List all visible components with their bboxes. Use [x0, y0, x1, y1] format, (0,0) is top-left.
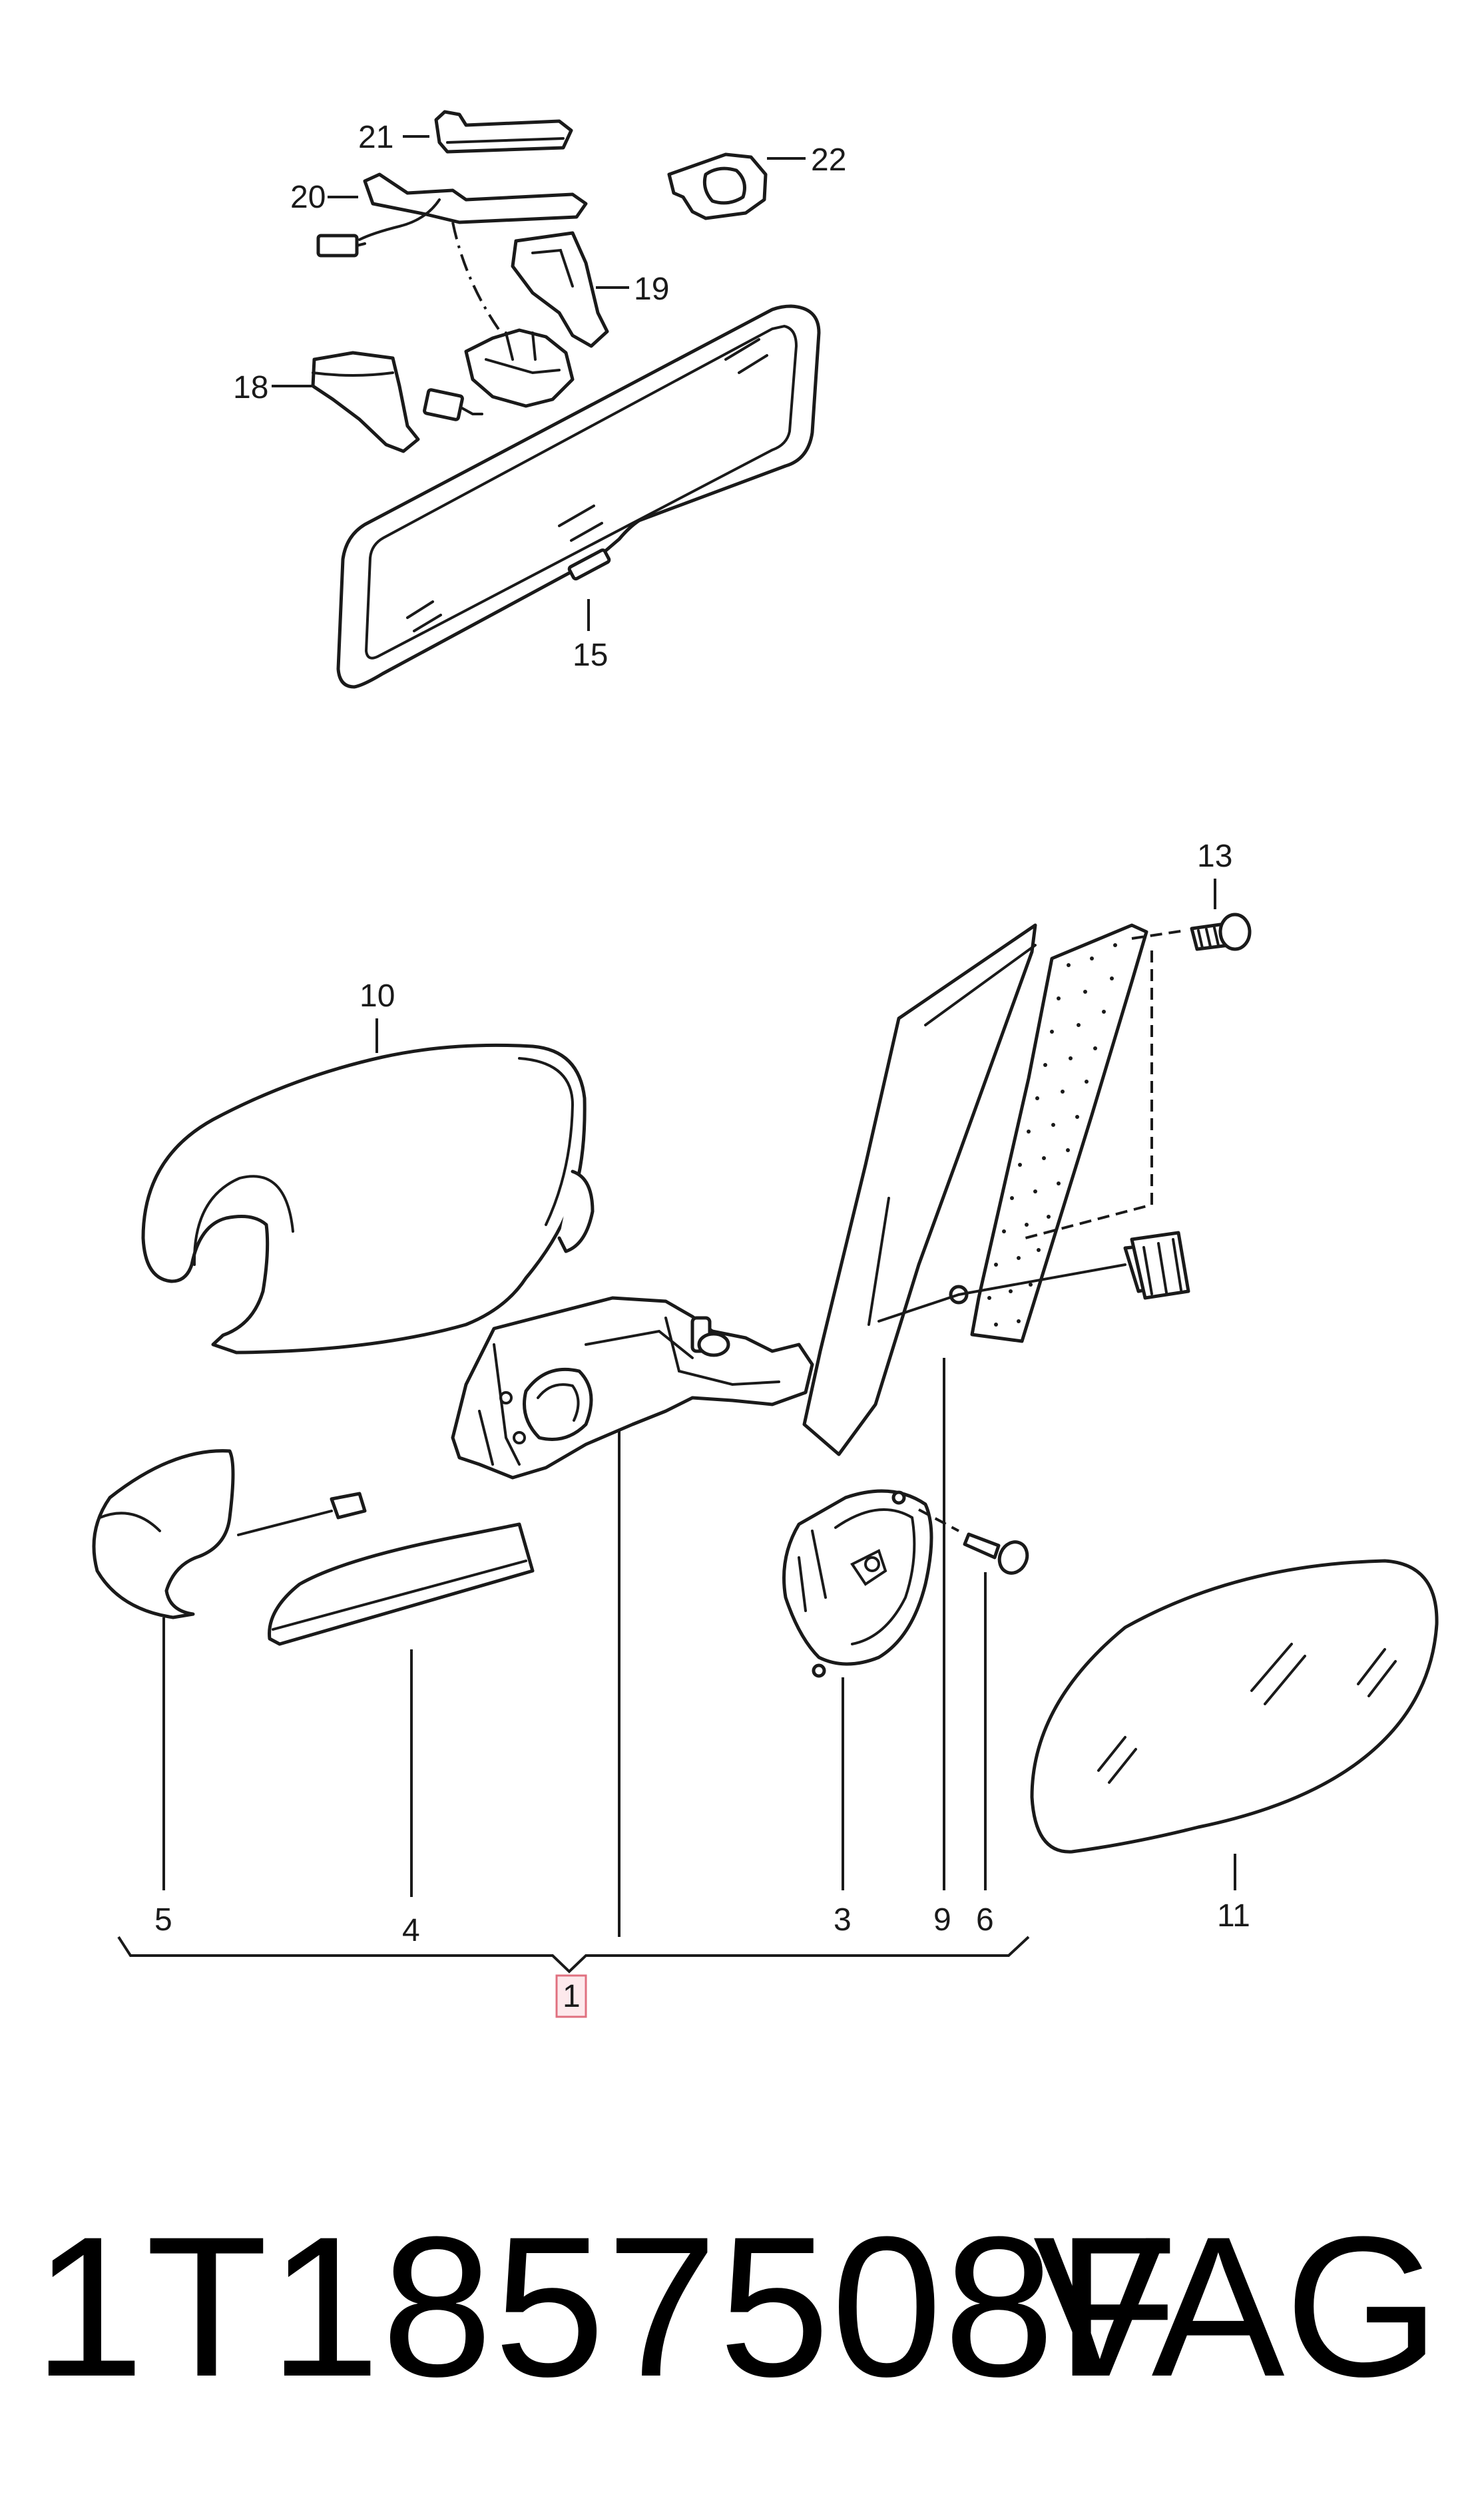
- part-9-heater-pad: [949, 923, 1148, 1343]
- guides-13: [1025, 929, 1186, 1239]
- part-19-mount-cover: [511, 231, 609, 348]
- callout-13: 13: [1197, 839, 1232, 874]
- callout-6: 6: [976, 1902, 994, 1938]
- part-21-cover: [434, 110, 573, 154]
- callout-1: 1: [563, 1979, 581, 2014]
- heater-cable: [877, 1231, 1190, 1323]
- part-10-housing: [141, 1043, 595, 1355]
- heater-dot-pattern: [987, 943, 1117, 1327]
- part-18-lower-cover: [311, 351, 483, 453]
- interior-mirror-group: [311, 110, 821, 689]
- callout-21: 21: [358, 120, 393, 155]
- callout-3: 3: [834, 1902, 852, 1938]
- mirror-mount: [464, 328, 575, 408]
- callout-11: 11: [1217, 1898, 1250, 1934]
- callouts: 21 22 20 19 18 15 13 10 5 4 3 9 6 11 1: [154, 120, 1250, 2018]
- leaders-top: [272, 135, 806, 631]
- callout-4: 4: [402, 1913, 420, 1948]
- part-3-motor: [782, 1489, 959, 1678]
- leaders-bottom: [117, 879, 1236, 1974]
- exterior-mirror-group: [92, 913, 1439, 1854]
- part-6-screw: [963, 1532, 1029, 1575]
- part-number: 1T1857508F: [33, 2195, 1180, 2418]
- part-11-mirror-glass: [1030, 1559, 1439, 1854]
- callout-5: 5: [154, 1902, 172, 1938]
- part-4-signal-lens: [268, 1522, 535, 1646]
- callout-20: 20: [290, 180, 326, 215]
- part-1-base-bracket: [451, 1296, 814, 1480]
- callout-19: 19: [634, 272, 669, 307]
- callout-9: 9: [933, 1902, 951, 1938]
- part-13-screw: [1190, 913, 1252, 951]
- callout-22: 22: [811, 142, 846, 178]
- part-15-rearview-mirror: [336, 304, 821, 689]
- brand-name: VAG: [1033, 2195, 1440, 2418]
- callout-18: 18: [233, 370, 268, 405]
- part-5-lower-cover: [92, 1449, 367, 1619]
- part-22-clip: [667, 152, 768, 220]
- part-1-backing-plate: [802, 923, 1037, 1456]
- part-20-harness: [316, 172, 588, 341]
- callout-1-highlight: [555, 1974, 587, 2018]
- footer: 1T1857508F VAG: [0, 2197, 1480, 2416]
- callout-15: 15: [573, 638, 608, 673]
- callout-10: 10: [360, 978, 395, 1014]
